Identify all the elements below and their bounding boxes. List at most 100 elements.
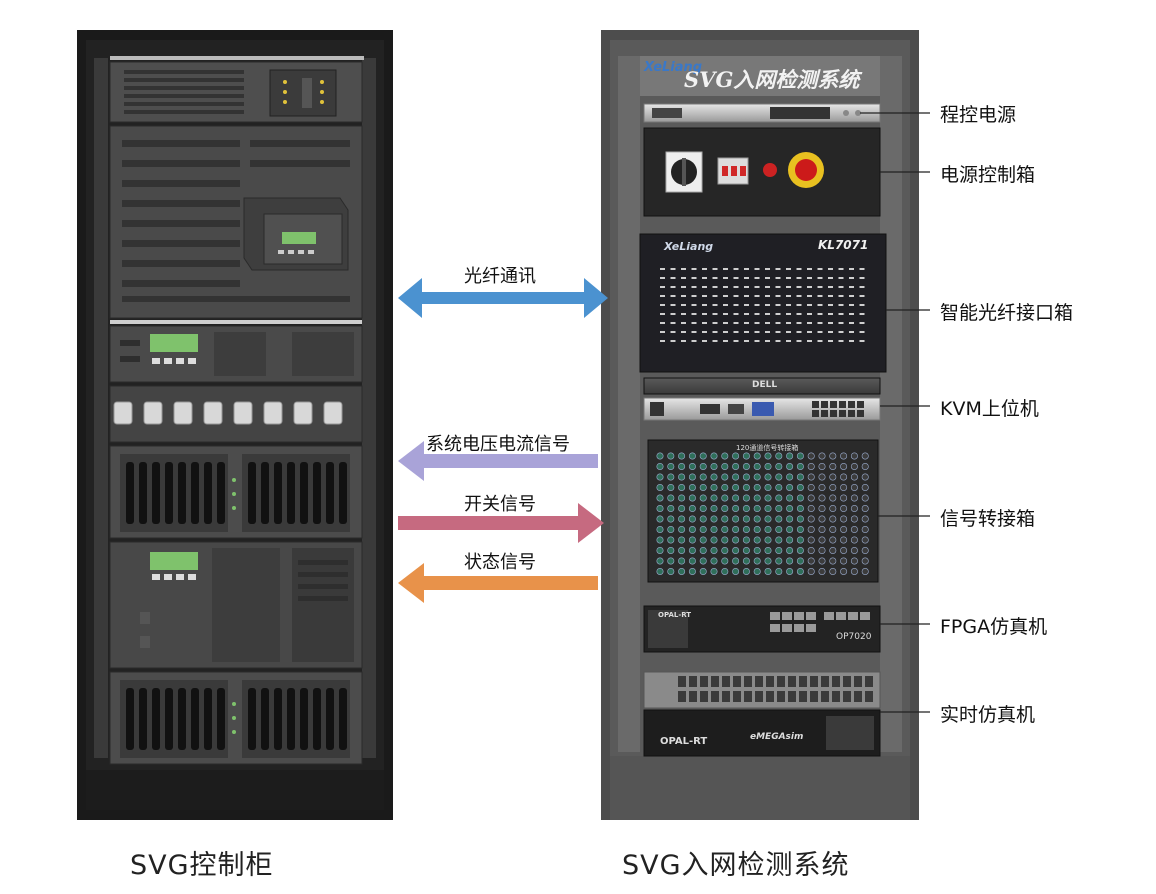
bnc-connector [710,473,718,481]
bnc-connector [840,536,848,544]
ethernet-port [788,676,796,687]
bnc-connector [742,483,750,491]
fiber-port [849,331,854,333]
fiber-port [754,322,760,324]
bnc-connector [850,452,858,460]
bnc-connector [818,494,826,502]
fiber-port [817,277,823,279]
fiber-port [733,322,739,324]
bnc-connector [807,494,815,502]
fiber-port [691,286,697,288]
bnc-connector [656,525,664,533]
bnc-connector [786,557,794,565]
ethernet-port [799,691,807,702]
bnc-connector [818,483,826,491]
bnc-connector [710,494,718,502]
fiber-port [691,304,697,306]
bnc-connector [818,462,826,470]
bnc-connector [807,546,815,554]
fiber-port [807,295,812,297]
bnc-connector [699,473,707,481]
bnc-connector [688,462,696,470]
fiber-port [807,268,812,270]
bnc-connector [732,462,740,470]
bnc-connector [667,494,675,502]
fiber-port [691,295,697,297]
ethernet-port-grid [678,676,873,702]
fiber-port [786,331,791,333]
bnc-connector [796,473,804,481]
fiber-port [691,268,697,270]
fiber-port [754,286,760,288]
bnc-connector [721,525,729,533]
fiber-port [670,286,676,288]
fiber-port [712,277,718,279]
bnc-connector [861,567,869,575]
bnc-connector [678,557,686,565]
bnc-connector [753,473,761,481]
bnc-connector [656,452,664,460]
bnc-connector [753,483,761,491]
fiber-port [733,295,739,297]
fiber-port [723,322,728,324]
fiber-port [754,277,760,279]
fiber-port [681,277,686,279]
fiber-port [754,268,760,270]
fiber-port [765,313,770,315]
bnc-connector [699,452,707,460]
bnc-connector [742,452,750,460]
bnc-connector [850,546,858,554]
bnc-connector [721,536,729,544]
fiber-port [744,313,749,315]
callout-leaders [860,112,930,713]
bnc-connector [840,546,848,554]
bnc-connector [861,473,869,481]
fiber-port [660,304,665,306]
bnc-connector [688,536,696,544]
bnc-connector [829,494,837,502]
bnc-connector [710,567,718,575]
bnc-connector [840,462,848,470]
fiber-port [786,277,791,279]
bnc-connector [829,567,837,575]
fiber-port [807,313,812,315]
bnc-connector [786,504,794,512]
bnc-connector [796,536,804,544]
bnc-connector [850,515,858,523]
fiber-port [849,340,854,342]
fiber-port [723,295,728,297]
fiber-port [817,295,823,297]
bnc-connector [753,557,761,565]
fiber-port [660,313,665,315]
fiber-port [712,268,718,270]
fiber-port [796,340,802,342]
arrow-fiber-comm [398,278,608,318]
fiber-port [849,277,854,279]
fiber-port [702,286,707,288]
fiber-port [712,331,718,333]
fiber-port [723,286,728,288]
bnc-connector [656,515,664,523]
bnc-connector [850,567,858,575]
bnc-connector [678,515,686,523]
bnc-connector [796,494,804,502]
fpga-brand: OPAL-RT [658,611,692,619]
bnc-connector [667,546,675,554]
bnc-connector [786,546,794,554]
ethernet-port [744,691,752,702]
bnc-connector [829,473,837,481]
fiber-port [765,295,770,297]
bnc-connector [753,515,761,523]
fiber-port [796,268,802,270]
bnc-connector [721,483,729,491]
bnc-connector [710,483,718,491]
fiber-port [754,331,760,333]
fiber-port [702,331,707,333]
bnc-connector [807,473,815,481]
caption-left-cabinet: SVG控制柜 [130,850,274,881]
bnc-connector [775,473,783,481]
bnc-connector [721,473,729,481]
fiber-port [712,322,718,324]
bnc-connector [764,483,772,491]
fiber-port [765,304,770,306]
